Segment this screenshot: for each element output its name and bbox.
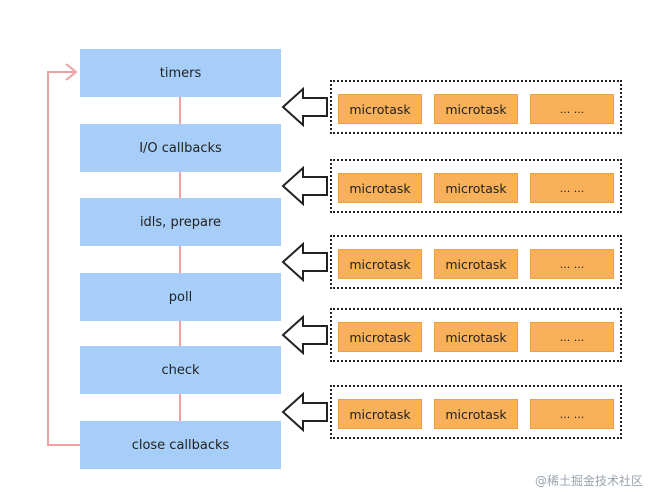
microtask-queue: microtask microtask ... ... [330, 385, 622, 439]
connector-line [179, 246, 181, 273]
connector-line [179, 97, 181, 124]
microtask-box: microtask [434, 249, 518, 279]
hollow-left-arrow-icon [281, 392, 328, 432]
phase-io-callbacks: I/O callbacks [80, 124, 281, 172]
phase-close-callbacks: close callbacks [80, 421, 281, 469]
phase-poll: poll [80, 273, 281, 321]
microtask-box: microtask [338, 249, 422, 279]
watermark: @稀土掘金技术社区 [534, 474, 643, 488]
ellipsis-box: ... ... [530, 94, 614, 124]
microtask-queue: microtask microtask ... ... [330, 80, 622, 134]
ellipsis-box: ... ... [530, 322, 614, 352]
microtask-box: microtask [338, 94, 422, 124]
microtask-box: microtask [434, 322, 518, 352]
hollow-left-arrow-icon [281, 242, 328, 282]
phase-label: poll [168, 289, 193, 305]
hollow-left-arrow-icon [281, 87, 328, 127]
microtask-queue: microtask microtask ... ... [330, 159, 622, 213]
connector-line [179, 394, 181, 421]
connector-line [179, 321, 181, 346]
phase-idle-prepare: idls, prepare [80, 198, 281, 246]
microtask-box: microtask [338, 173, 422, 203]
phase-label: check [161, 362, 200, 378]
hollow-left-arrow-icon [281, 315, 328, 355]
phase-check: check [80, 346, 281, 394]
microtask-queue: microtask microtask ... ... [330, 235, 622, 289]
microtask-box: microtask [338, 399, 422, 429]
microtask-box: microtask [338, 322, 422, 352]
microtask-queue: microtask microtask ... ... [330, 308, 622, 362]
phase-label: idls, prepare [139, 214, 222, 230]
phase-label: close callbacks [131, 437, 230, 453]
phase-timers: timers [80, 49, 281, 97]
phase-label: I/O callbacks [139, 140, 222, 156]
phase-label: timers [159, 65, 202, 81]
ellipsis-box: ... ... [530, 399, 614, 429]
hollow-left-arrow-icon [281, 166, 328, 206]
connector-line [179, 172, 181, 198]
microtask-box: microtask [434, 173, 518, 203]
ellipsis-box: ... ... [530, 249, 614, 279]
microtask-box: microtask [434, 94, 518, 124]
ellipsis-box: ... ... [530, 173, 614, 203]
microtask-box: microtask [434, 399, 518, 429]
